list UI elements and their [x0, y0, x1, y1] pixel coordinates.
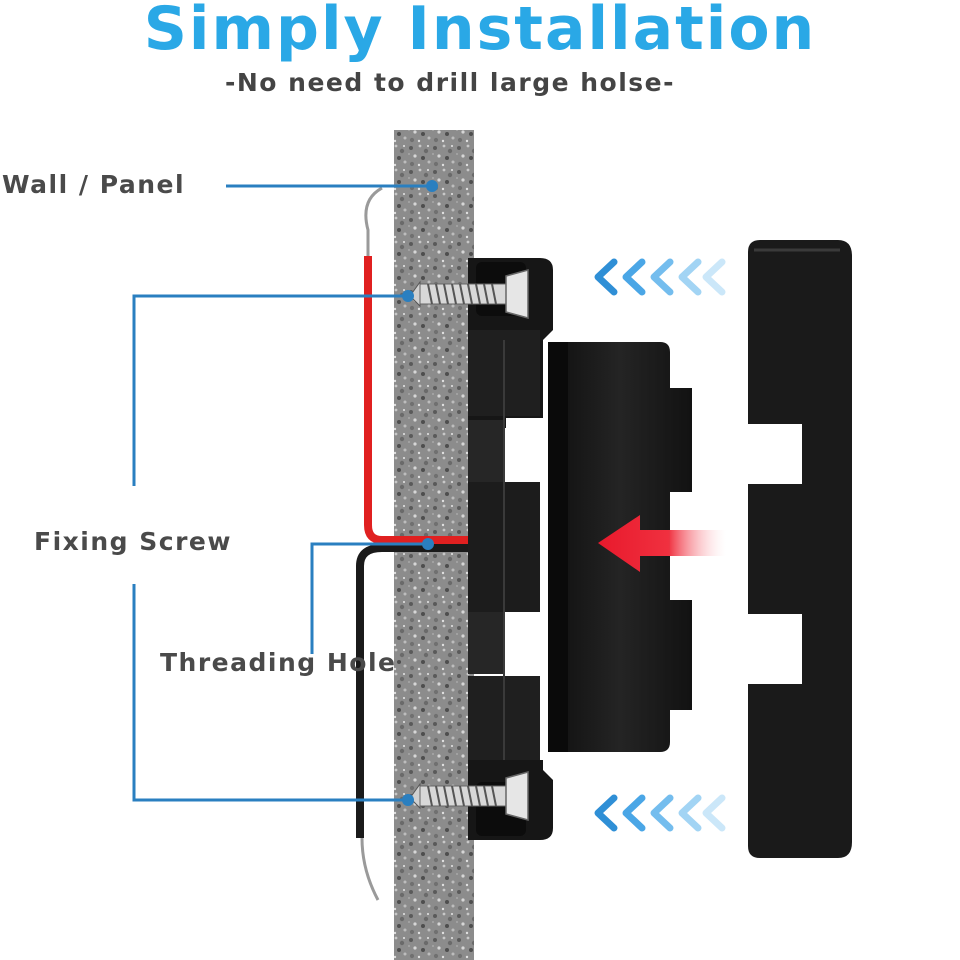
screw-icon	[409, 771, 529, 821]
red-wire	[364, 256, 470, 544]
wall-panel-label: Wall / Panel	[2, 170, 186, 199]
cover-plate	[748, 240, 852, 858]
mount-base	[468, 258, 553, 840]
leader-lines	[132, 184, 432, 802]
page-title: Simply Installation	[143, 0, 817, 64]
fixing-screw-label: Fixing Screw	[34, 527, 232, 556]
page-subtitle: -No need to drill large holse-	[224, 68, 676, 97]
push-arrow-icon	[598, 515, 726, 572]
screw-icon	[409, 269, 529, 319]
chevron-left-icon	[594, 794, 726, 832]
threading-hole-label: Threading Hole	[160, 648, 397, 677]
black-wire	[356, 544, 470, 838]
chevron-left-icon	[594, 258, 726, 296]
